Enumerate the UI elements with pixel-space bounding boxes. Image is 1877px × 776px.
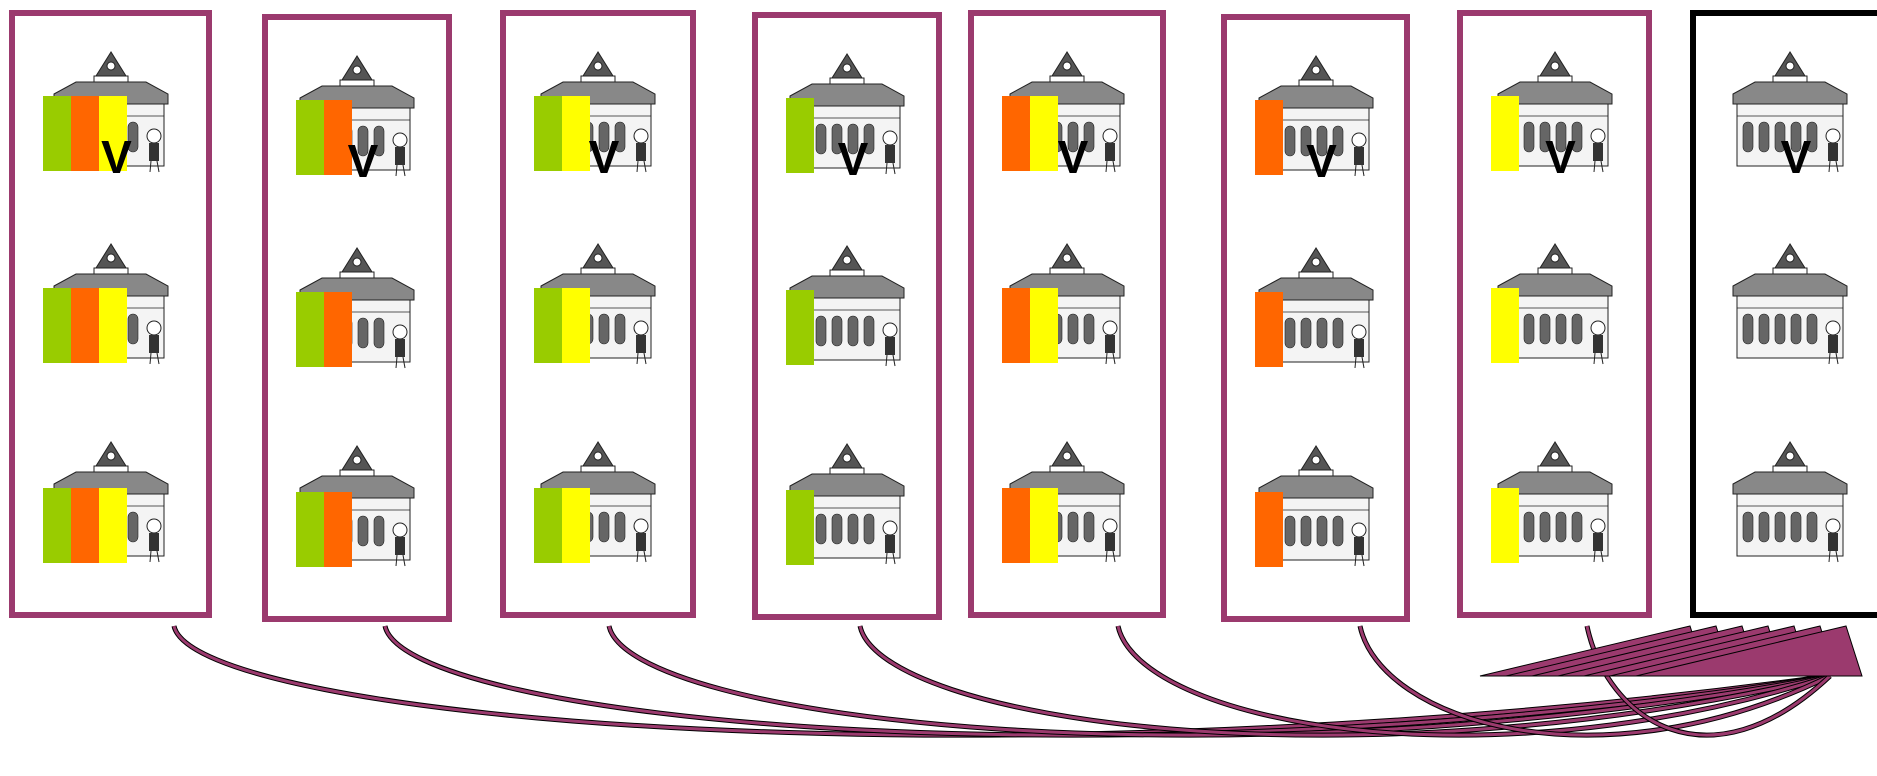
source-panel-4: V xyxy=(752,12,942,620)
orange-bar xyxy=(1255,492,1283,567)
school-illustration xyxy=(1725,236,1855,366)
green-bar xyxy=(296,292,324,367)
connector-arrow-outline xyxy=(606,625,1831,738)
orange-bar xyxy=(1255,100,1283,175)
connector-arrow xyxy=(172,625,1831,737)
connector-arrow-outline xyxy=(857,625,1831,738)
school-illustration xyxy=(1251,240,1381,370)
yellow-bar xyxy=(1030,488,1058,563)
school-illustration xyxy=(1725,44,1855,174)
green-bar xyxy=(786,490,814,565)
connector-arrow xyxy=(1585,625,1832,737)
v-label: V xyxy=(101,131,132,183)
source-panel-5: V xyxy=(968,10,1166,618)
v-label: V xyxy=(837,133,869,185)
v-label: V xyxy=(1780,131,1812,183)
source-panel-3: V xyxy=(500,10,696,618)
yellow-bar xyxy=(562,288,590,363)
yellow-bar xyxy=(99,288,127,363)
green-bar xyxy=(534,96,562,171)
v-label: V xyxy=(588,131,620,183)
yellow-bar xyxy=(1491,488,1519,563)
target-panel: V xyxy=(1690,10,1877,618)
connector-arrow xyxy=(383,625,1831,737)
arrowhead xyxy=(1609,625,1837,677)
school-illustration xyxy=(1725,434,1855,564)
orange-bar xyxy=(1002,96,1030,171)
arrowhead xyxy=(1531,625,1759,677)
yellow-bar xyxy=(562,488,590,563)
orange-bar xyxy=(324,292,352,367)
v-label: V xyxy=(1306,135,1337,187)
orange-bar xyxy=(324,492,352,567)
orange-bar xyxy=(71,488,99,563)
yellow-bar xyxy=(1030,96,1058,171)
green-bar xyxy=(534,488,562,563)
green-bar xyxy=(296,492,324,567)
connector-arrow-outline xyxy=(1584,625,1832,738)
green-bar xyxy=(43,288,71,363)
green-bar xyxy=(43,96,71,171)
connector-arrow xyxy=(1116,625,1831,737)
yellow-bar xyxy=(1030,288,1058,363)
orange-bar xyxy=(1002,488,1030,563)
orange-bar xyxy=(1255,292,1283,367)
source-panel-2: V xyxy=(262,14,452,622)
v-label: V xyxy=(1545,131,1576,183)
green-bar xyxy=(296,100,324,175)
source-panel-7: V xyxy=(1457,10,1652,618)
yellow-bar xyxy=(1491,288,1519,363)
school-illustration xyxy=(1490,434,1620,564)
arrowhead xyxy=(1557,625,1785,677)
v-label: V xyxy=(347,135,379,187)
yellow-bar xyxy=(562,96,590,171)
connector-arrow-outline xyxy=(171,625,1831,738)
orange-bar xyxy=(71,96,99,171)
green-bar xyxy=(786,98,814,173)
arrowhead xyxy=(1635,625,1863,677)
connector-arrow xyxy=(1358,625,1831,737)
arrowhead xyxy=(1583,625,1811,677)
yellow-bar xyxy=(1491,96,1519,171)
connector-arrow xyxy=(607,625,1831,737)
green-bar xyxy=(43,488,71,563)
connector-arrow-outline xyxy=(382,625,1831,738)
yellow-bar xyxy=(99,488,127,563)
source-panel-1: V xyxy=(9,10,212,618)
arrowhead xyxy=(1505,625,1733,677)
orange-bar xyxy=(71,288,99,363)
connector-arrow-outline xyxy=(1115,625,1831,738)
orange-bar xyxy=(324,100,352,175)
green-bar xyxy=(534,288,562,363)
orange-bar xyxy=(1002,288,1030,363)
green-bar xyxy=(786,290,814,365)
connector-arrow-outline xyxy=(1357,625,1832,738)
school-illustration xyxy=(292,240,422,370)
source-panel-6: V xyxy=(1221,14,1410,622)
arrowhead xyxy=(1479,625,1707,677)
connector-arrow xyxy=(858,625,1831,737)
v-label: V xyxy=(1057,131,1089,183)
school-illustration xyxy=(1490,236,1620,366)
yellow-bar xyxy=(99,96,127,171)
